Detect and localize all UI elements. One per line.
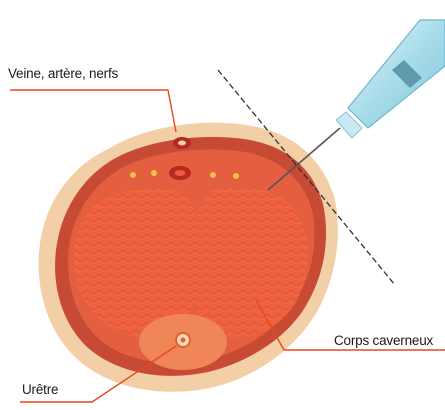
label-urethra: Urêtre <box>22 382 58 397</box>
label-vessels-nerves: Veine, artère, nerfs <box>8 66 118 81</box>
urethra-lumen <box>181 338 186 343</box>
leader-vessels <box>10 90 176 132</box>
label-corpora-cavernosa: Corps caverneux <box>334 333 433 348</box>
